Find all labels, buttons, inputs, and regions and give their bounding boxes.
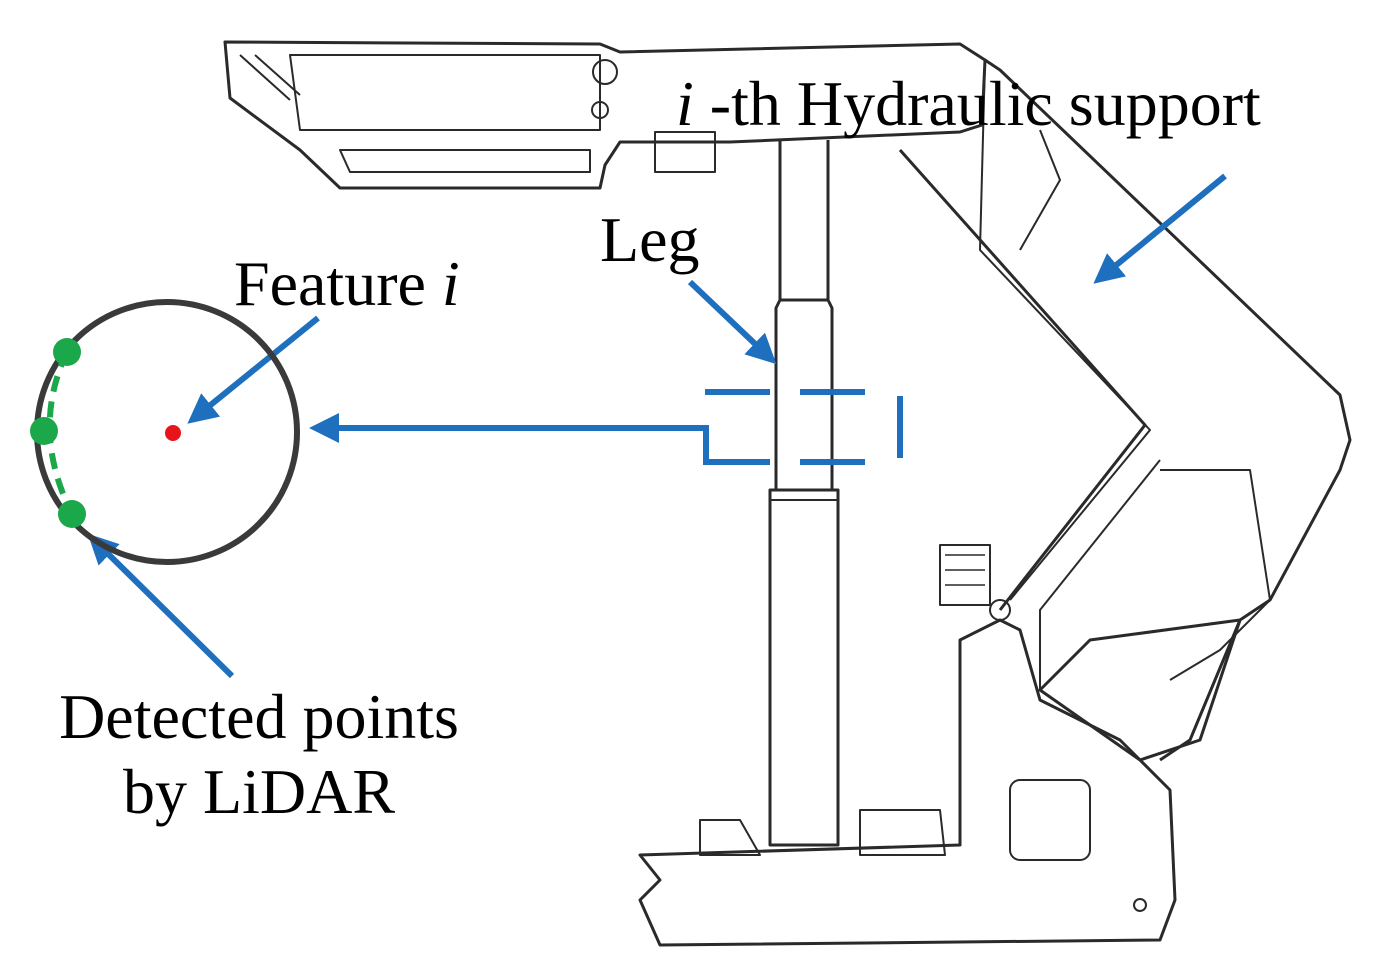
canopy-inner bbox=[289, 54, 601, 131]
detected-line-1: Detected points bbox=[59, 681, 459, 752]
support-index: i bbox=[676, 68, 694, 139]
base bbox=[638, 618, 1177, 947]
lidar-point bbox=[30, 417, 58, 445]
arrow-icon bbox=[687, 279, 777, 365]
feature-index: i bbox=[441, 248, 460, 319]
leg-section-marker bbox=[705, 389, 903, 465]
rear-frame bbox=[984, 58, 1352, 762]
leg-upper bbox=[778, 140, 830, 300]
arrow-icon bbox=[1093, 173, 1227, 284]
canopy-detail bbox=[339, 149, 591, 173]
hydraulic-support-label: i -th Hydraulic support bbox=[676, 72, 1261, 136]
detected-points-label: Detected points by LiDAR bbox=[24, 680, 494, 830]
arrow-icon bbox=[187, 315, 320, 424]
leg-lower bbox=[768, 488, 840, 847]
feature-center-point bbox=[165, 425, 181, 441]
lidar-point bbox=[58, 500, 86, 528]
feature-label: Feature i bbox=[234, 252, 460, 316]
lidar-point bbox=[53, 338, 81, 366]
hydraulic-support-drawing bbox=[223, 40, 1352, 947]
canopy bbox=[223, 40, 987, 190]
feature-text: Feature bbox=[234, 248, 442, 319]
arrow-icon bbox=[309, 413, 740, 465]
arrow-icon bbox=[87, 533, 235, 679]
detected-line-2: by LiDAR bbox=[123, 755, 395, 827]
leg-label: Leg bbox=[600, 204, 700, 275]
support-text: -th Hydraulic support bbox=[693, 68, 1261, 139]
